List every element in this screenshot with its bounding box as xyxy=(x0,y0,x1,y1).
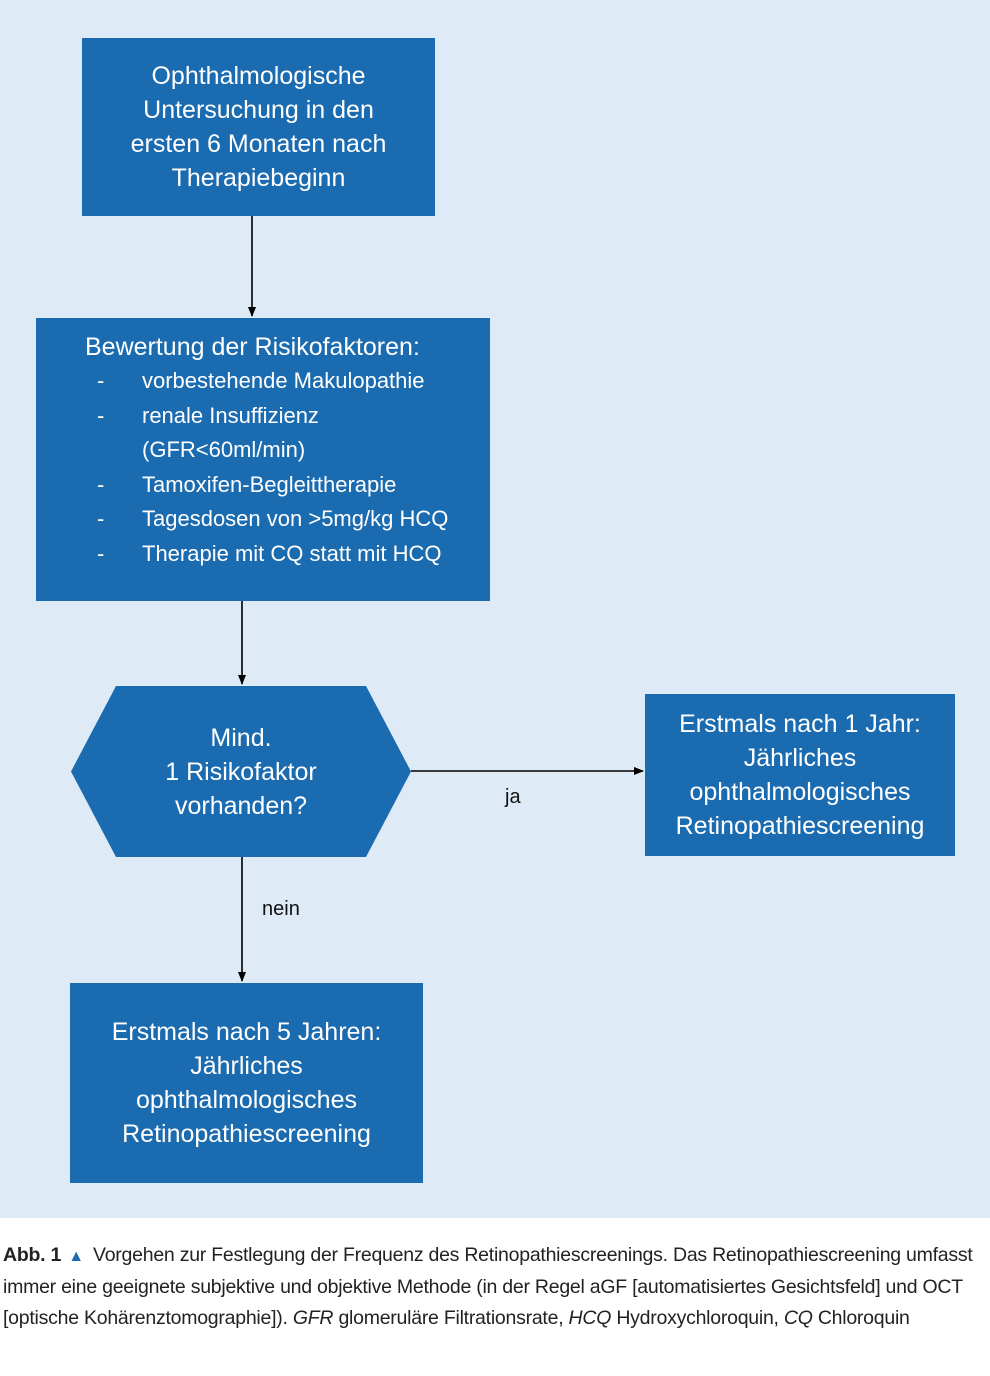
risk-factor-item: - vorbestehende Makulopathie xyxy=(85,364,490,399)
no-outcome-line: Retinopathiescreening xyxy=(122,1120,371,1148)
risk-factor-text: vorbestehende Makulopathie xyxy=(142,368,425,393)
bullet-dash: - xyxy=(97,402,105,428)
decision-hexagon xyxy=(71,686,411,857)
start-box-line: Untersuchung in den xyxy=(143,96,374,124)
caption-definition: Chloroquin xyxy=(817,1307,910,1329)
bullet-dash: - xyxy=(97,506,105,531)
triangle-marker-icon: ▲ xyxy=(68,1248,84,1265)
risk-factor-text: renale Insuffizienz xyxy=(142,402,319,428)
no-outcome-line: ophthalmologisches xyxy=(136,1086,357,1114)
caption-abbr: HCQ xyxy=(568,1307,612,1329)
yes-outcome-box: Erstmals nach 1 Jahr: Jährliches ophthal… xyxy=(645,694,955,856)
bullet-dash: - xyxy=(97,471,105,497)
risk-factor-text-continued: (GFR<60ml/min) xyxy=(142,437,306,462)
caption-definition: Hydroxychloroquin, xyxy=(616,1307,779,1329)
start-box-line: ersten 6 Monaten nach xyxy=(130,130,387,158)
risk-factors-box: Bewertung der Risikofaktoren: - vorbeste… xyxy=(36,318,490,601)
risk-factor-text: Therapie mit CQ statt mit HCQ xyxy=(142,540,442,566)
edge-label-no: nein xyxy=(262,898,300,920)
caption-abbr: GFR xyxy=(292,1307,334,1329)
risk-factor-item: - Tamoxifen-Begleittherapie xyxy=(85,468,490,503)
caption-definition: glomeruläre Filtrationsrate, xyxy=(338,1307,564,1329)
start-box-line: Ophthalmologische xyxy=(151,62,366,90)
risk-factor-text: Tamoxifen-Begleittherapie xyxy=(142,471,397,497)
risk-factors-heading: Bewertung der Risikofaktoren: xyxy=(85,333,420,361)
risk-factor-item: - Tagesdosen von >5mg/kg HCQ xyxy=(85,502,490,537)
start-box: Ophthalmologische Untersuchung in den er… xyxy=(82,38,435,216)
yes-outcome-line: Retinopathiescreening xyxy=(675,812,925,840)
risk-factor-item: - renale Insuffizienz (GFR<60ml/min) xyxy=(85,399,490,468)
decision-line: Mind. xyxy=(210,723,272,752)
figure-caption: Abb. 1 ▲ Vorgehen zur Festlegung der Fre… xyxy=(3,1240,988,1334)
decision-text: Mind. 1 Risikofaktor vorhanden? xyxy=(71,686,411,857)
risk-factor-list: - vorbestehende Makulopathie - renale In… xyxy=(85,364,490,571)
caption-label: Abb. 1 xyxy=(3,1244,62,1266)
yes-outcome-line: ophthalmologisches xyxy=(689,778,911,806)
no-outcome-line: Erstmals nach 5 Jahren: xyxy=(111,1018,382,1046)
risk-factor-text: Tagesdosen von >5mg/kg HCQ xyxy=(142,506,449,531)
caption-text: Vorgehen zur Festlegung der Frequenz des… xyxy=(3,1244,973,1329)
no-outcome-box: Erstmals nach 5 Jahren: Jährliches ophth… xyxy=(70,983,423,1183)
start-box-line: Therapiebeginn xyxy=(171,164,346,192)
caption-abbr: CQ xyxy=(783,1307,813,1329)
decision-line: 1 Risikofaktor xyxy=(165,757,317,786)
edge-label-yes: ja xyxy=(505,786,521,808)
risk-factor-item: - Therapie mit CQ statt mit HCQ xyxy=(85,537,490,572)
bullet-dash: - xyxy=(97,540,105,566)
flow-arrows xyxy=(238,216,644,982)
yes-outcome-line: Erstmals nach 1 Jahr: xyxy=(679,710,921,738)
decision-line: vorhanden? xyxy=(174,791,308,820)
decision-node: Mind. 1 Risikofaktor vorhanden? xyxy=(71,686,411,857)
yes-outcome-line: Jährliches xyxy=(743,744,857,772)
bullet-dash: - xyxy=(97,368,105,393)
no-outcome-line: Jährliches xyxy=(190,1052,303,1080)
